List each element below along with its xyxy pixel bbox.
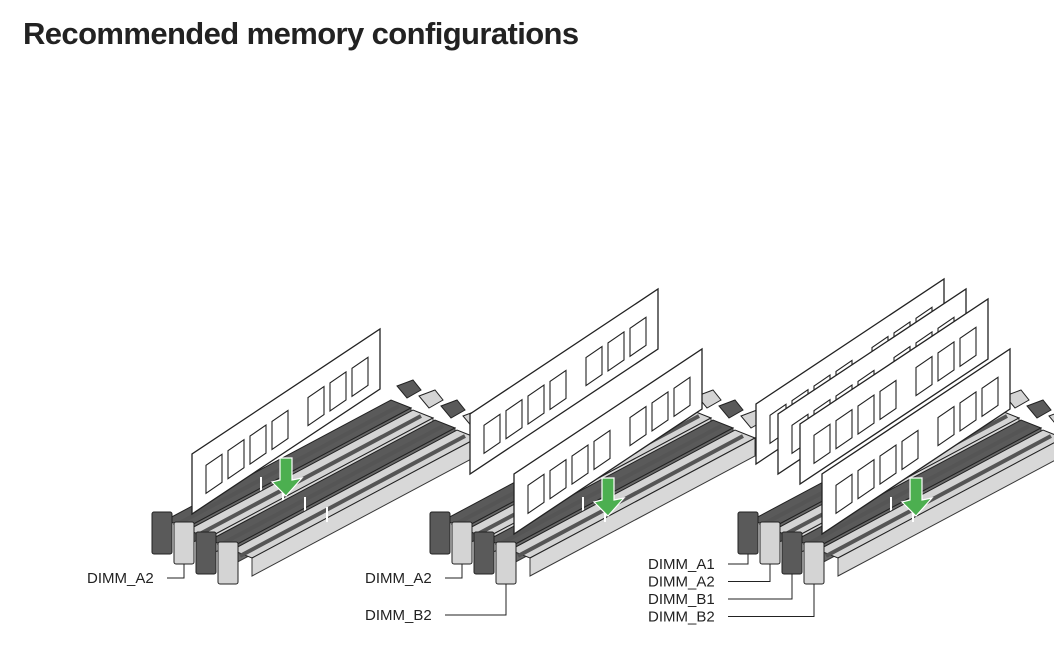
slot-channel	[517, 434, 744, 558]
memory-chip	[673, 376, 691, 418]
memory-chip	[505, 398, 523, 440]
insert-arrow-icon	[592, 477, 626, 517]
front-latch	[151, 511, 173, 555]
memory-chip	[549, 458, 567, 500]
label-leader-line	[445, 564, 463, 579]
module-dimm_b2	[513, 347, 703, 536]
memory-chip	[607, 330, 625, 372]
dimm-label: DIMM_A2	[365, 570, 432, 587]
front-latch	[195, 531, 217, 575]
back-latch	[418, 389, 444, 409]
config-one-module: DIMM_A2	[87, 327, 488, 587]
memory-chip	[351, 356, 369, 398]
back-latch	[696, 389, 722, 409]
slot-side	[529, 437, 756, 577]
memory-chip	[937, 405, 955, 447]
memory-chip	[629, 316, 647, 358]
slot-channel	[239, 434, 466, 558]
slot-channel	[825, 434, 1052, 558]
front-latch	[759, 521, 781, 565]
memory-chip	[329, 370, 347, 412]
label-leader-line	[728, 564, 771, 582]
dimm-label: DIMM_B2	[648, 609, 715, 626]
memory-chip	[549, 369, 567, 411]
memory-chip	[527, 473, 545, 515]
memory-chip	[571, 444, 589, 486]
label-leader-line	[728, 574, 793, 600]
memory-chip	[205, 453, 223, 495]
memory-chip	[879, 379, 897, 421]
arrow-shape	[900, 477, 934, 517]
arrow-shape	[270, 457, 304, 497]
memory-chip	[585, 345, 603, 387]
dimm-label: DIMM_B2	[365, 607, 432, 624]
memory-chip	[915, 355, 933, 397]
slot-channel	[195, 414, 422, 538]
back-latch	[396, 379, 422, 399]
memory-chip	[901, 429, 919, 471]
label-leader-line	[728, 554, 749, 565]
front-latch	[737, 511, 759, 555]
memory-chip	[835, 473, 853, 515]
memory-chip	[629, 405, 647, 447]
memory-chip	[593, 429, 611, 471]
front-latch	[451, 521, 473, 565]
dimm-label: DIMM_B1	[648, 591, 715, 608]
back-latch	[1026, 399, 1052, 419]
back-latch	[440, 399, 466, 419]
memory-chip	[527, 384, 545, 426]
label-leader-line	[445, 584, 507, 616]
memory-chip	[483, 413, 501, 455]
front-latch	[803, 541, 825, 585]
module-dimm_a2	[191, 327, 381, 516]
module-dimm_a2	[469, 287, 659, 476]
slot-dimm_b2	[803, 413, 1054, 585]
memory-chip	[937, 340, 955, 382]
memory-chip	[813, 423, 831, 465]
page-title: Recommended memory configurations	[23, 16, 579, 51]
slot-side	[837, 442, 1054, 577]
dimm-label: DIMM_A2	[87, 570, 154, 587]
memory-chip	[959, 390, 977, 432]
insert-arrow-icon	[270, 457, 304, 497]
memory-chip	[959, 326, 977, 368]
memory-chip	[857, 458, 875, 500]
front-latch	[781, 531, 803, 575]
label-leader-line	[728, 584, 815, 617]
memory-chip	[271, 409, 289, 451]
slot-dimm_b2	[495, 409, 766, 585]
back-latch	[1004, 389, 1030, 409]
memory-chip	[651, 390, 669, 432]
module-dimm_b2	[821, 347, 1011, 536]
front-latch	[473, 531, 495, 575]
front-latch	[495, 541, 517, 585]
dimm-label: DIMM_A1	[648, 556, 715, 573]
slot-channel	[217, 424, 444, 548]
front-latch	[429, 511, 451, 555]
module-dimm_b1	[799, 297, 989, 486]
memory-chip	[857, 394, 875, 436]
front-latch	[217, 541, 239, 585]
back-latch	[718, 399, 744, 419]
memory-chip	[835, 408, 853, 450]
memory-chip	[307, 385, 325, 427]
slot-dimm_b2	[217, 409, 488, 585]
label-leader-line	[167, 564, 185, 579]
arrow-shape	[592, 477, 626, 517]
memory-chip	[249, 424, 267, 466]
back-latch	[1048, 413, 1054, 423]
front-latch	[173, 521, 195, 565]
memory-chip	[879, 444, 897, 486]
dimm-label: DIMM_A2	[648, 574, 715, 591]
memory-chip	[981, 376, 999, 418]
memory-chip	[227, 438, 245, 480]
insert-arrow-icon	[900, 477, 934, 517]
